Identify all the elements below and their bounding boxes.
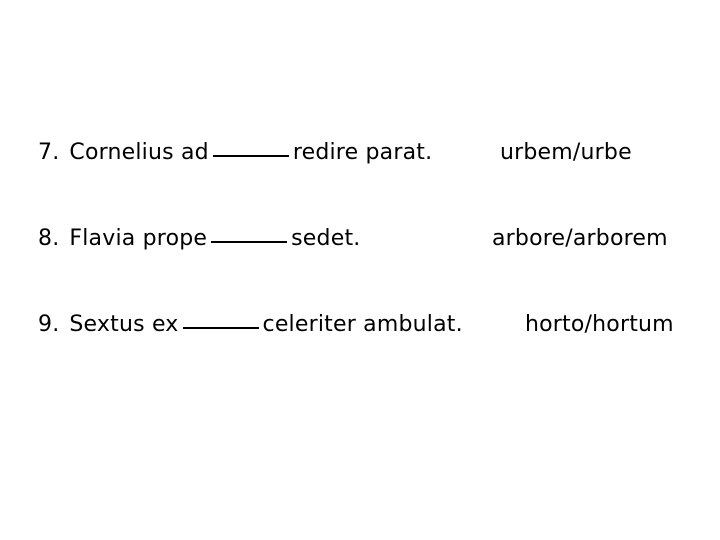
answer-choices: arbore/arborem [492,226,668,251]
sentence-text-before-blank: Flavia prope [69,226,208,251]
question-number: 7. [38,140,60,165]
answer-blank[interactable] [212,154,289,157]
question-number: 9. [38,312,60,337]
answer-blank[interactable] [211,240,288,243]
sentence-text-before-blank: Sextus ex [69,312,179,337]
question-sentence: Flavia prope sedet. [69,226,360,252]
answer-choices: horto/hortum [525,312,674,337]
answer-blank[interactable] [182,326,259,329]
exercise-item: 9. Sextus ex celeriter ambulat. horto/ho… [38,312,686,342]
sentence-text-before-blank: Cornelius ad [69,140,209,165]
question-number: 8. [38,226,60,251]
exercise-item: 7. Cornelius ad redire parat. urbem/urbe [38,140,686,170]
sentence-text-after-blank: sedet. [291,226,361,251]
question-sentence: Cornelius ad redire parat. [69,140,432,166]
question-sentence: Sextus ex celeriter ambulat. [69,312,462,338]
sentence-text-after-blank: celeriter ambulat. [262,312,463,337]
exercise-item: 8. Flavia prope sedet. arbore/arborem [38,226,686,256]
sentence-text-after-blank: redire parat. [292,140,433,165]
answer-choices: urbem/urbe [500,140,632,165]
